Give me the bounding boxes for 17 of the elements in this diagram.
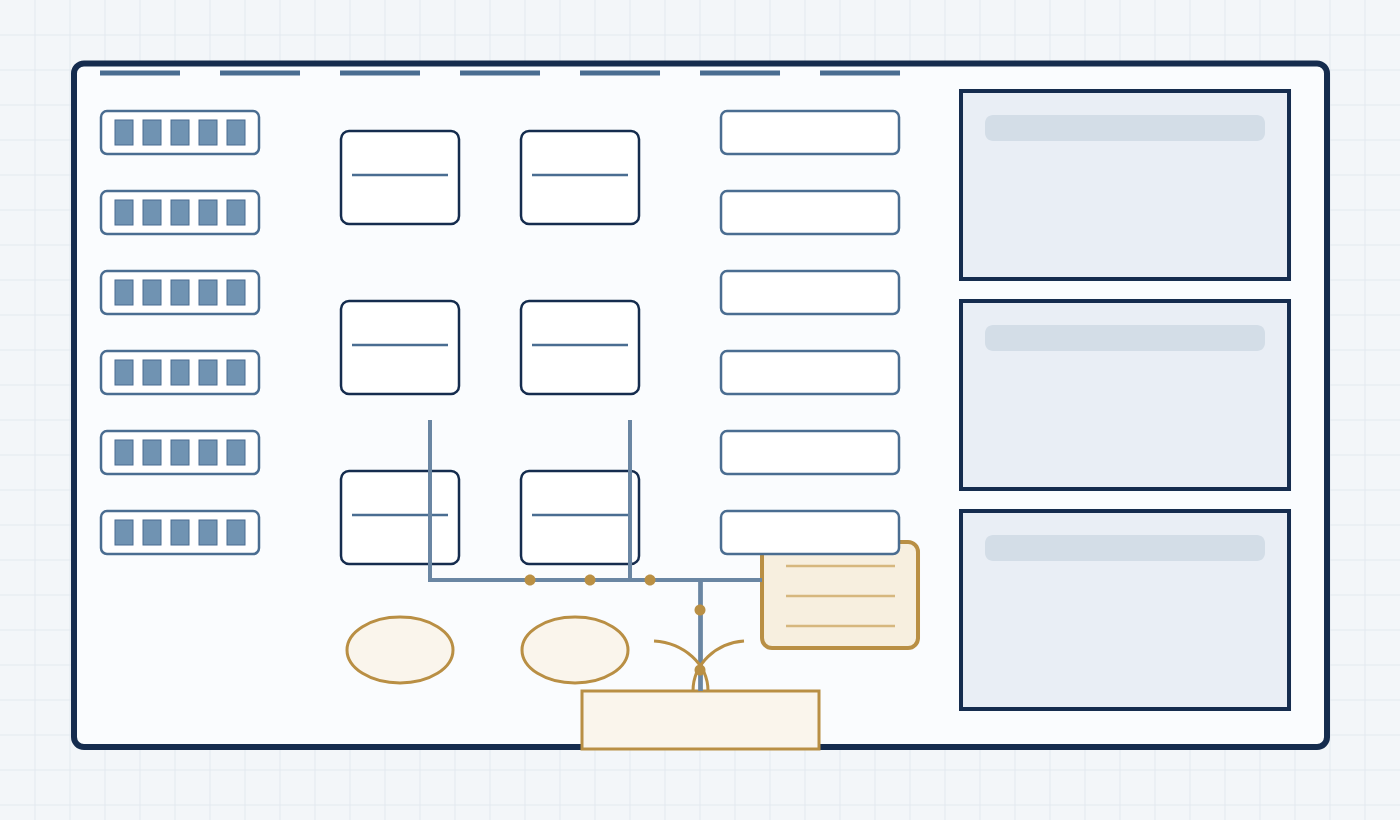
oval <box>345 615 455 685</box>
connector-line <box>698 578 762 691</box>
divided-box <box>519 299 641 396</box>
rounded-box <box>719 189 901 236</box>
divided-box <box>339 129 461 226</box>
rounded-box <box>719 349 901 396</box>
curved-line <box>691 639 745 692</box>
curved-line <box>653 639 710 692</box>
divided-box <box>519 469 641 566</box>
rounded-box <box>719 269 901 316</box>
divided-box <box>339 469 461 566</box>
rounded-box <box>719 429 901 476</box>
rounded-box <box>719 109 901 156</box>
divided-box <box>519 129 641 226</box>
rounded-box <box>719 509 901 556</box>
oval <box>520 615 630 685</box>
divided-box <box>339 299 461 396</box>
